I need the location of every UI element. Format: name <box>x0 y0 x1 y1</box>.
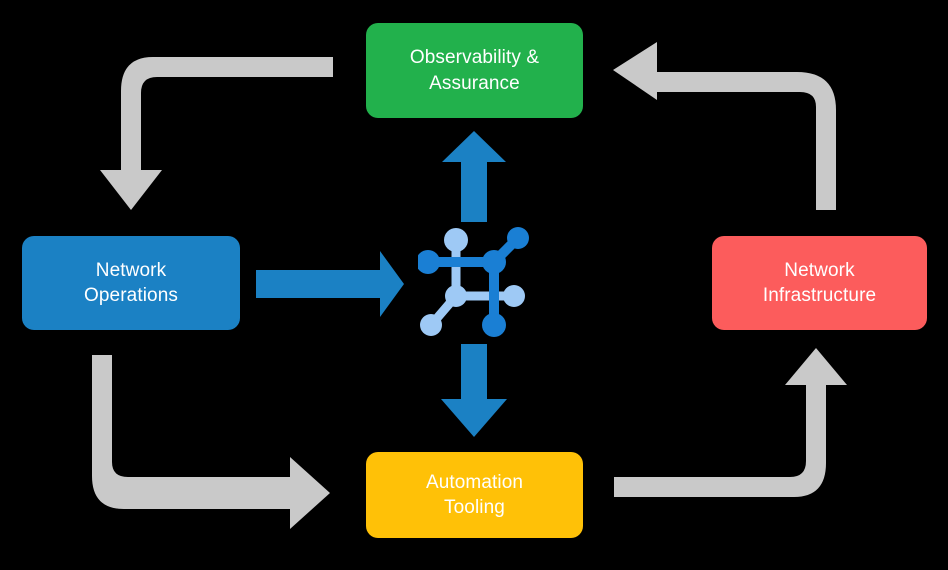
node-network-infrastructure[interactable]: Network Infrastructure <box>712 236 927 330</box>
arrow-operations-to-hub <box>256 251 404 317</box>
node-observability-assurance[interactable]: Observability & Assurance <box>366 23 583 118</box>
node-automation-tooling[interactable]: Automation Tooling <box>366 452 583 538</box>
arrow-automation-to-infrastructure <box>614 348 847 497</box>
network-topology-icon <box>418 227 529 337</box>
arrow-infrastructure-to-observability <box>613 42 836 210</box>
node-network-operations[interactable]: Network Operations <box>22 236 240 330</box>
arrow-operations-to-automation <box>92 355 330 529</box>
topology-dark-nodes <box>418 227 529 337</box>
topology-light-nodes <box>420 228 525 336</box>
arrow-observability-to-operations <box>100 57 333 210</box>
arrow-hub-to-observability <box>442 131 506 222</box>
arrow-hub-to-automation <box>441 344 507 437</box>
